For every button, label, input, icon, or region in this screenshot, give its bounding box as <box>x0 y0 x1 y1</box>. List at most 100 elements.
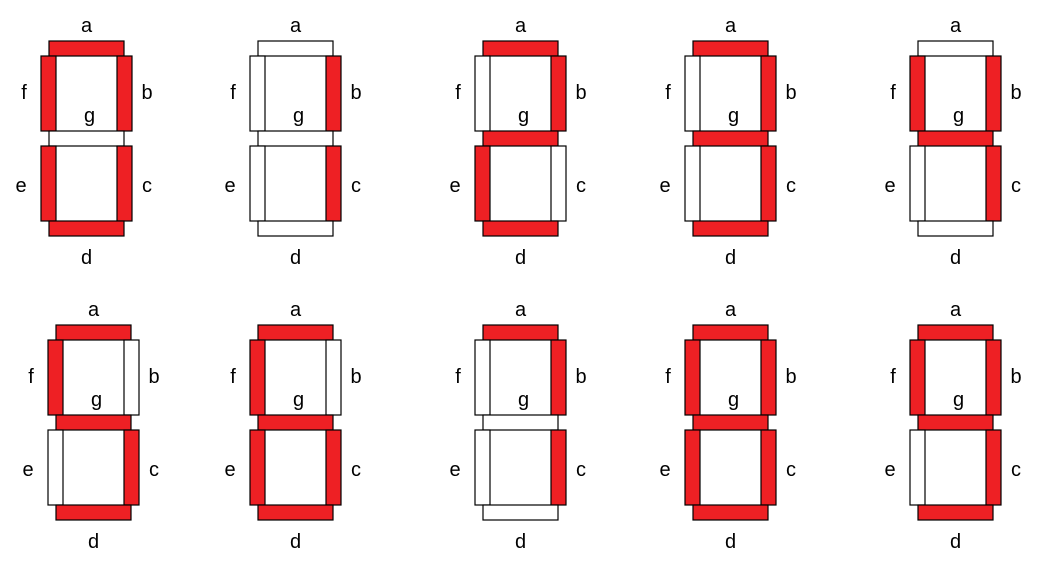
segment-label-g: g <box>84 105 95 127</box>
segment-e-off <box>47 429 64 506</box>
segment-label-a: a <box>950 15 962 37</box>
segment-c-on <box>550 429 567 506</box>
segment-label-d: d <box>950 531 961 553</box>
segment-d-on <box>482 220 559 237</box>
segment-label-c: c <box>1011 175 1021 197</box>
segment-a-on <box>917 324 994 341</box>
segment-label-e: e <box>659 175 670 197</box>
segment-c-off <box>550 145 567 222</box>
segment-label-a: a <box>88 299 100 321</box>
segment-a-on <box>482 40 559 57</box>
segment-e-off <box>909 429 926 506</box>
segment-a-on <box>692 40 769 57</box>
segment-b-on <box>760 339 777 416</box>
segment-b-on <box>985 55 1002 132</box>
segment-c-on <box>985 429 1002 506</box>
segment-label-d: d <box>81 247 92 269</box>
segment-label-g: g <box>293 389 304 411</box>
segment-label-e: e <box>884 459 895 481</box>
segment-a-on <box>692 324 769 341</box>
segment-label-b: b <box>785 366 796 388</box>
segment-label-f: f <box>665 82 671 104</box>
segment-label-d: d <box>950 247 961 269</box>
segment-label-d: d <box>725 531 736 553</box>
segment-label-e: e <box>224 175 235 197</box>
segment-label-e: e <box>449 175 460 197</box>
segment-a-on <box>55 324 132 341</box>
segment-f-on <box>47 339 64 416</box>
segment-label-f: f <box>455 82 461 104</box>
segment-f-on <box>909 339 926 416</box>
segment-label-b: b <box>785 82 796 104</box>
segment-label-b: b <box>141 82 152 104</box>
segment-b-on <box>550 55 567 132</box>
segment-b-on <box>325 55 342 132</box>
segment-label-e: e <box>15 175 26 197</box>
segment-g-on <box>692 130 769 147</box>
segment-a-on <box>257 324 334 341</box>
segment-g-off <box>48 130 125 147</box>
segment-c-on <box>325 429 342 506</box>
segment-a-on <box>48 40 125 57</box>
segment-label-a: a <box>81 15 93 37</box>
segment-label-g: g <box>91 389 102 411</box>
segment-e-on <box>249 429 266 506</box>
segment-label-e: e <box>22 459 33 481</box>
segment-e-off <box>909 145 926 222</box>
segment-a-off <box>257 40 334 57</box>
segment-a-on <box>482 324 559 341</box>
segment-label-c: c <box>1011 459 1021 481</box>
segment-c-on <box>760 429 777 506</box>
segment-d-on <box>48 220 125 237</box>
segment-f-on <box>684 339 701 416</box>
segment-label-c: c <box>149 459 159 481</box>
segment-b-on <box>760 55 777 132</box>
segment-f-on <box>249 339 266 416</box>
segment-b-on <box>116 55 133 132</box>
segment-e-on <box>40 145 57 222</box>
segment-a-off <box>917 40 994 57</box>
segment-c-on <box>985 145 1002 222</box>
segment-label-b: b <box>1010 366 1021 388</box>
segment-f-off <box>474 339 491 416</box>
segment-e-off <box>474 429 491 506</box>
segment-g-on <box>917 130 994 147</box>
segment-label-c: c <box>142 175 152 197</box>
segment-label-c: c <box>786 459 796 481</box>
segment-label-b: b <box>1010 82 1021 104</box>
segment-label-f: f <box>455 366 461 388</box>
segment-label-a: a <box>290 299 302 321</box>
segment-g-on <box>917 414 994 431</box>
segment-f-off <box>474 55 491 132</box>
segment-label-b: b <box>575 366 586 388</box>
segment-label-g: g <box>953 105 964 127</box>
segment-label-e: e <box>449 459 460 481</box>
segment-label-d: d <box>515 247 526 269</box>
segment-g-on <box>692 414 769 431</box>
segment-label-g: g <box>728 105 739 127</box>
segment-label-g: g <box>953 389 964 411</box>
segment-f-off <box>249 55 266 132</box>
segment-d-on <box>692 220 769 237</box>
segment-d-off <box>917 220 994 237</box>
segment-label-f: f <box>665 366 671 388</box>
segment-label-c: c <box>351 459 361 481</box>
segment-d-on <box>55 504 132 521</box>
segment-label-d: d <box>290 531 301 553</box>
segment-label-g: g <box>518 389 529 411</box>
segment-b-on <box>985 339 1002 416</box>
segment-f-off <box>684 55 701 132</box>
segment-g-on <box>482 130 559 147</box>
segment-label-d: d <box>88 531 99 553</box>
segment-label-c: c <box>786 175 796 197</box>
segment-g-on <box>55 414 132 431</box>
segment-label-f: f <box>230 366 236 388</box>
segment-e-on <box>474 145 491 222</box>
segment-d-on <box>257 504 334 521</box>
segment-label-a: a <box>950 299 962 321</box>
